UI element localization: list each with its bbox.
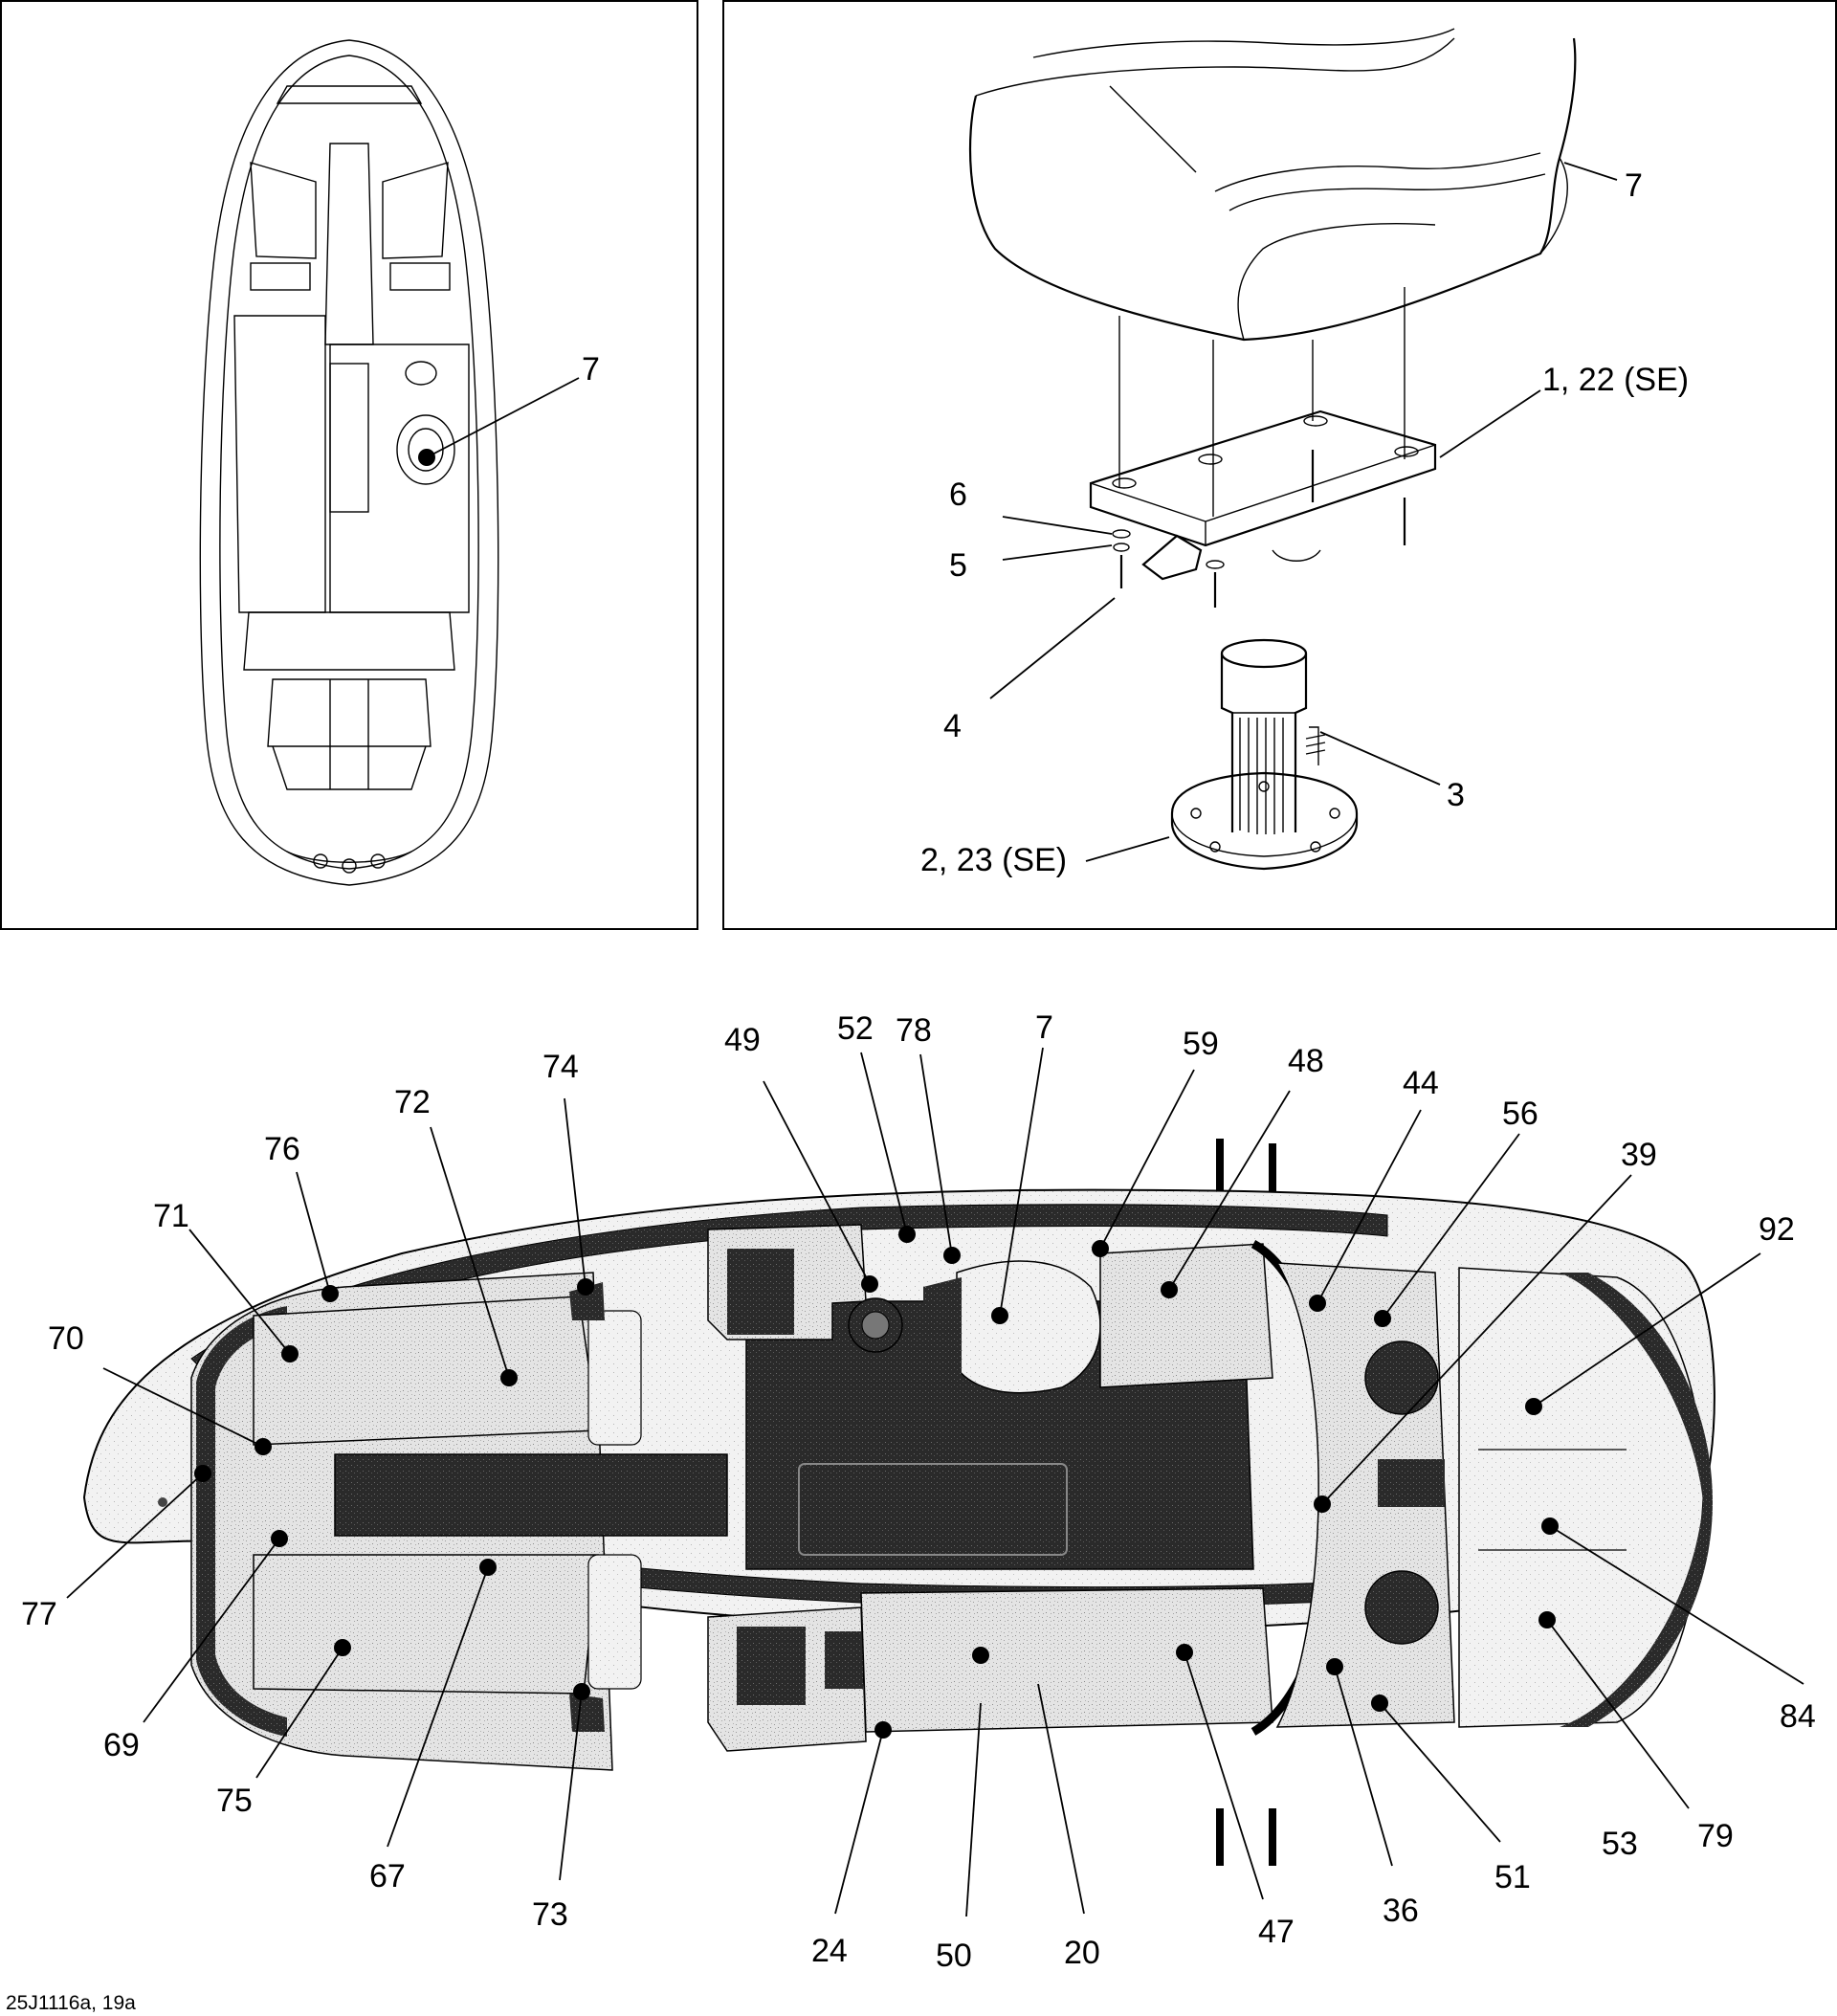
seat-cushion — [968, 28, 1577, 342]
callout-label: 75 — [216, 1783, 253, 1819]
callout-label: 7 — [582, 351, 600, 388]
callout-label: 84 — [1780, 1698, 1816, 1735]
callout-label: 49 — [724, 1022, 761, 1058]
callout-label: 92 — [1759, 1211, 1795, 1248]
callout-label: 70 — [48, 1320, 84, 1357]
callout-label: 71 — [153, 1198, 189, 1234]
seat-callouts: 7 1, 22 (SE) 6 5 4 3 2, 23 (SE) — [920, 162, 1689, 878]
seat-assembly-frame — [722, 0, 1837, 930]
callout-label: 1, 22 (SE) — [1542, 362, 1689, 398]
callout-label: 50 — [936, 1938, 972, 1974]
callout-label: 36 — [1383, 1893, 1419, 1929]
callout-label: 47 — [1258, 1914, 1295, 1950]
callout-label: 79 — [1697, 1818, 1734, 1854]
callout-label: 7 — [1625, 167, 1643, 204]
top-view-frame — [0, 0, 698, 930]
leader-line — [426, 377, 580, 458]
callout-label: 77 — [21, 1596, 57, 1632]
callout-label: 7 — [1035, 1009, 1053, 1046]
callout-label: 51 — [1494, 1859, 1531, 1895]
callout-label: 76 — [264, 1131, 300, 1167]
boat-outline-top — [199, 39, 499, 886]
seat-mount-lines — [1118, 287, 1405, 517]
callout-label: 53 — [1602, 1826, 1638, 1862]
callout-label: 24 — [811, 1933, 848, 1969]
callout-label: 78 — [896, 1012, 932, 1049]
top-view-panel: 7 — [0, 0, 698, 930]
callout-label: 72 — [394, 1084, 431, 1120]
callout-label: 73 — [532, 1896, 568, 1933]
callout-label: 39 — [1621, 1137, 1657, 1173]
seat-bracket — [1089, 410, 1437, 581]
deck-leader-lines — [66, 1047, 1804, 1917]
callout-label: 3 — [1447, 777, 1465, 813]
callout-label: 4 — [943, 708, 962, 744]
callout-label: 5 — [949, 547, 967, 584]
callout-label: 56 — [1502, 1096, 1538, 1132]
seat-assembly-panel: 7 1, 22 (SE) 6 5 4 3 2, 23 (SE) — [722, 0, 1837, 930]
callout-label: 2, 23 (SE) — [920, 842, 1067, 878]
callout-label: 67 — [369, 1858, 406, 1894]
fasteners — [1112, 450, 1406, 608]
boat-deck-illustration — [82, 1139, 1715, 1866]
callout-label: 74 — [542, 1049, 579, 1085]
deck-layout-panel: 49 52 78 7 59 48 74 72 76 71 70 77 69 75… — [21, 1009, 1816, 1974]
callout-label: 6 — [949, 476, 967, 513]
seat-pedestal — [1170, 638, 1359, 871]
deck-callout-labels: 49 52 78 7 59 48 74 72 76 71 70 77 69 75… — [21, 1009, 1816, 1974]
callout-label: 20 — [1064, 1935, 1100, 1971]
callout-label: 44 — [1403, 1065, 1439, 1101]
callout-label: 69 — [103, 1727, 140, 1763]
figure-code: 25J1116a, 19a — [6, 1992, 136, 2014]
callout-label: 59 — [1183, 1026, 1219, 1062]
callout-label: 52 — [837, 1010, 874, 1047]
callout-label: 48 — [1288, 1043, 1324, 1079]
